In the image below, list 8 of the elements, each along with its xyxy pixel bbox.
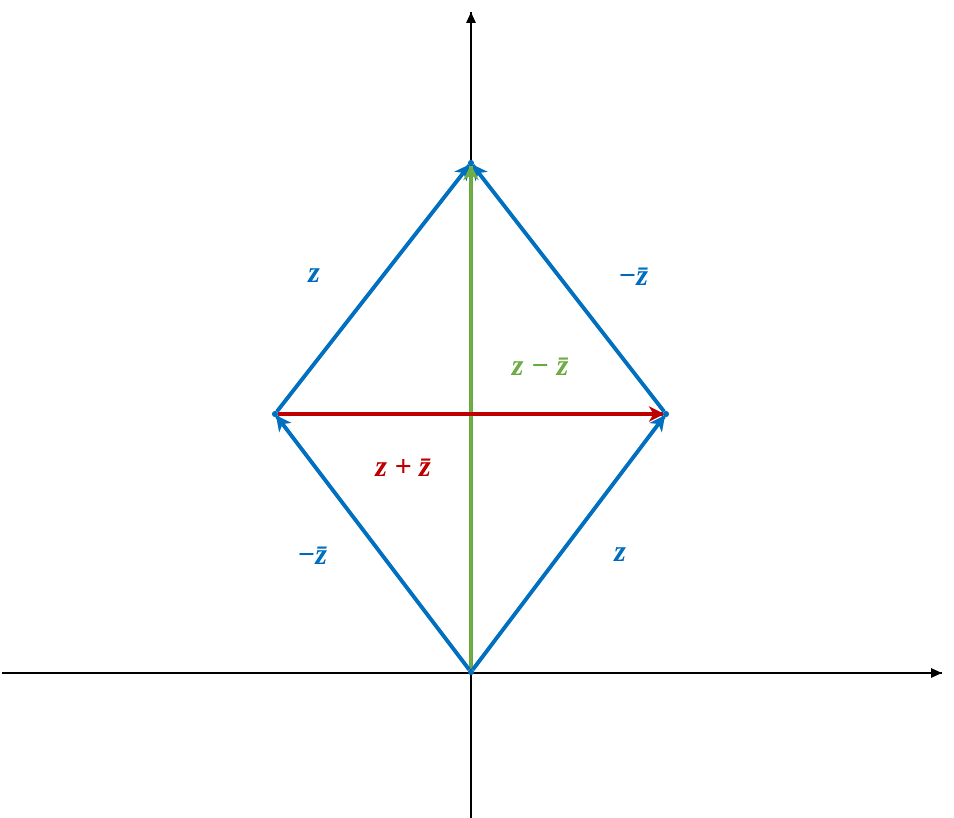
vector-arrow — [275, 415, 471, 671]
vector-arrow — [463, 164, 479, 669]
vertex-point — [272, 411, 278, 417]
vertex-point — [468, 160, 474, 166]
vector-arrow — [471, 415, 666, 671]
vector-arrow — [278, 406, 665, 422]
vector-arrow — [471, 164, 666, 413]
vector-arrow — [275, 164, 471, 413]
